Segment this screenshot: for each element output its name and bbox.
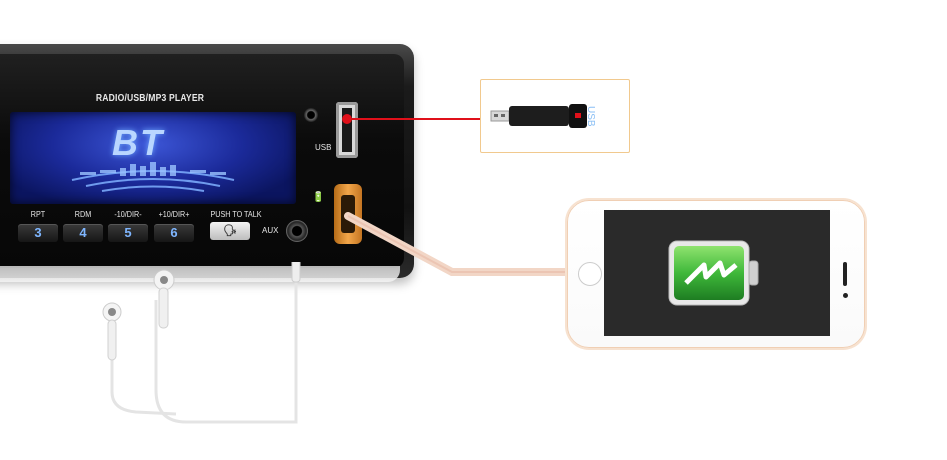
button-label-rpt: RPT bbox=[30, 210, 46, 219]
charging-battery-icon bbox=[668, 240, 759, 306]
button-label-dir-down: -10/DIR- bbox=[114, 210, 142, 219]
button-5[interactable]: 5 bbox=[108, 224, 148, 242]
usb-port-slot bbox=[342, 108, 352, 152]
button-label-rdm: RDM bbox=[74, 210, 92, 219]
charging-cable bbox=[344, 212, 584, 276]
microphone-hole bbox=[304, 108, 318, 122]
phone-camera bbox=[843, 293, 848, 298]
voice-icon: 🗣 bbox=[223, 225, 237, 237]
display-bt-text: BT bbox=[112, 122, 164, 163]
usb-device-label: USB bbox=[585, 106, 596, 127]
button-3[interactable]: 3 bbox=[18, 224, 58, 242]
phone-home-button[interactable] bbox=[578, 262, 602, 286]
usb-device-box bbox=[480, 79, 630, 153]
usb-connection-line bbox=[352, 118, 480, 120]
button-4[interactable]: 4 bbox=[63, 224, 103, 242]
aux-label: AUX bbox=[262, 226, 279, 235]
lcd-display bbox=[10, 112, 296, 204]
button-label-dir-up: +10/DIR+ bbox=[158, 210, 190, 219]
usb-stick-icon bbox=[490, 104, 587, 128]
head-unit-title: RADIO/USB/MP3 PLAYER bbox=[95, 93, 205, 104]
push-to-talk-label: PUSH TO TALK bbox=[210, 210, 262, 219]
earphones bbox=[102, 262, 301, 424]
usb-connection-dot bbox=[342, 114, 352, 124]
usb-port-label: USB bbox=[315, 143, 332, 152]
display-visualizer bbox=[71, 162, 235, 192]
aux-jack[interactable] bbox=[286, 220, 308, 242]
charging-icon: 🔋 bbox=[312, 192, 325, 203]
push-to-talk-button[interactable]: 🗣 bbox=[210, 222, 250, 240]
button-6[interactable]: 6 bbox=[154, 224, 194, 242]
phone-speaker bbox=[843, 262, 847, 286]
